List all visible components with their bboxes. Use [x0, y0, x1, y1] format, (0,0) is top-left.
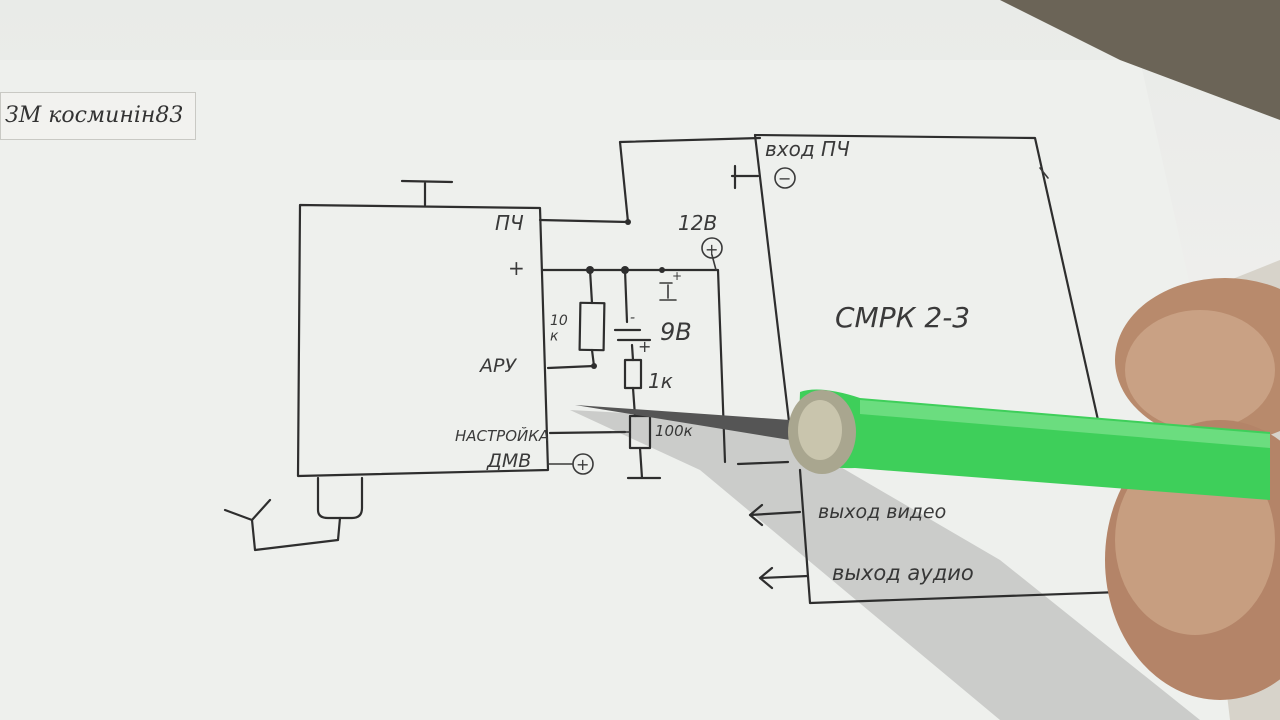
- wiring: [538, 136, 790, 480]
- resistor-1k-label: 1к: [648, 369, 673, 393]
- resistor-10k: [578, 301, 606, 352]
- background-surface: [1000, 0, 1280, 120]
- svg-text:+: +: [576, 455, 589, 474]
- svg-text:+: +: [705, 240, 718, 259]
- smrk-block: [730, 133, 1122, 605]
- agc-label: АРУ: [478, 355, 517, 377]
- input-label: вход ПЧ: [765, 137, 850, 161]
- svg-text:+: +: [672, 269, 682, 283]
- battery-9v: - +: [613, 310, 651, 356]
- pointer-pen: [575, 389, 1270, 500]
- output-arrows: [748, 503, 810, 590]
- svg-text:+: +: [638, 337, 651, 356]
- capacitor: +: [659, 269, 682, 301]
- channel-watermark: ЗМ косминін83: [0, 92, 196, 140]
- supply-12v-label: 12В: [678, 211, 717, 235]
- pen-shadow: [570, 410, 1200, 720]
- dmv-plus-terminal: +: [547, 453, 594, 475]
- potentiometer-100k-label: 100к: [655, 422, 693, 440]
- pch-label: ПЧ: [495, 211, 524, 235]
- supply-12v: +: [701, 237, 723, 259]
- paper-sheet: [0, 60, 1240, 720]
- junction-dots: [586, 219, 665, 369]
- tuning-label: НАСТРОЙКА: [455, 426, 549, 445]
- battery-9v-label: 9В: [660, 318, 692, 346]
- video-out-label: выход видео: [818, 501, 946, 523]
- audio-out-label: выход аудио: [832, 561, 974, 585]
- svg-text:-: -: [630, 310, 635, 326]
- plus-label: +: [508, 256, 525, 280]
- tuner-block: [223, 179, 550, 552]
- dmv-label: ДМВ: [486, 450, 531, 472]
- resistor-1k: [623, 358, 643, 390]
- input-terminal: −: [778, 169, 791, 188]
- smrk-title: СМРК 2-3: [835, 301, 970, 334]
